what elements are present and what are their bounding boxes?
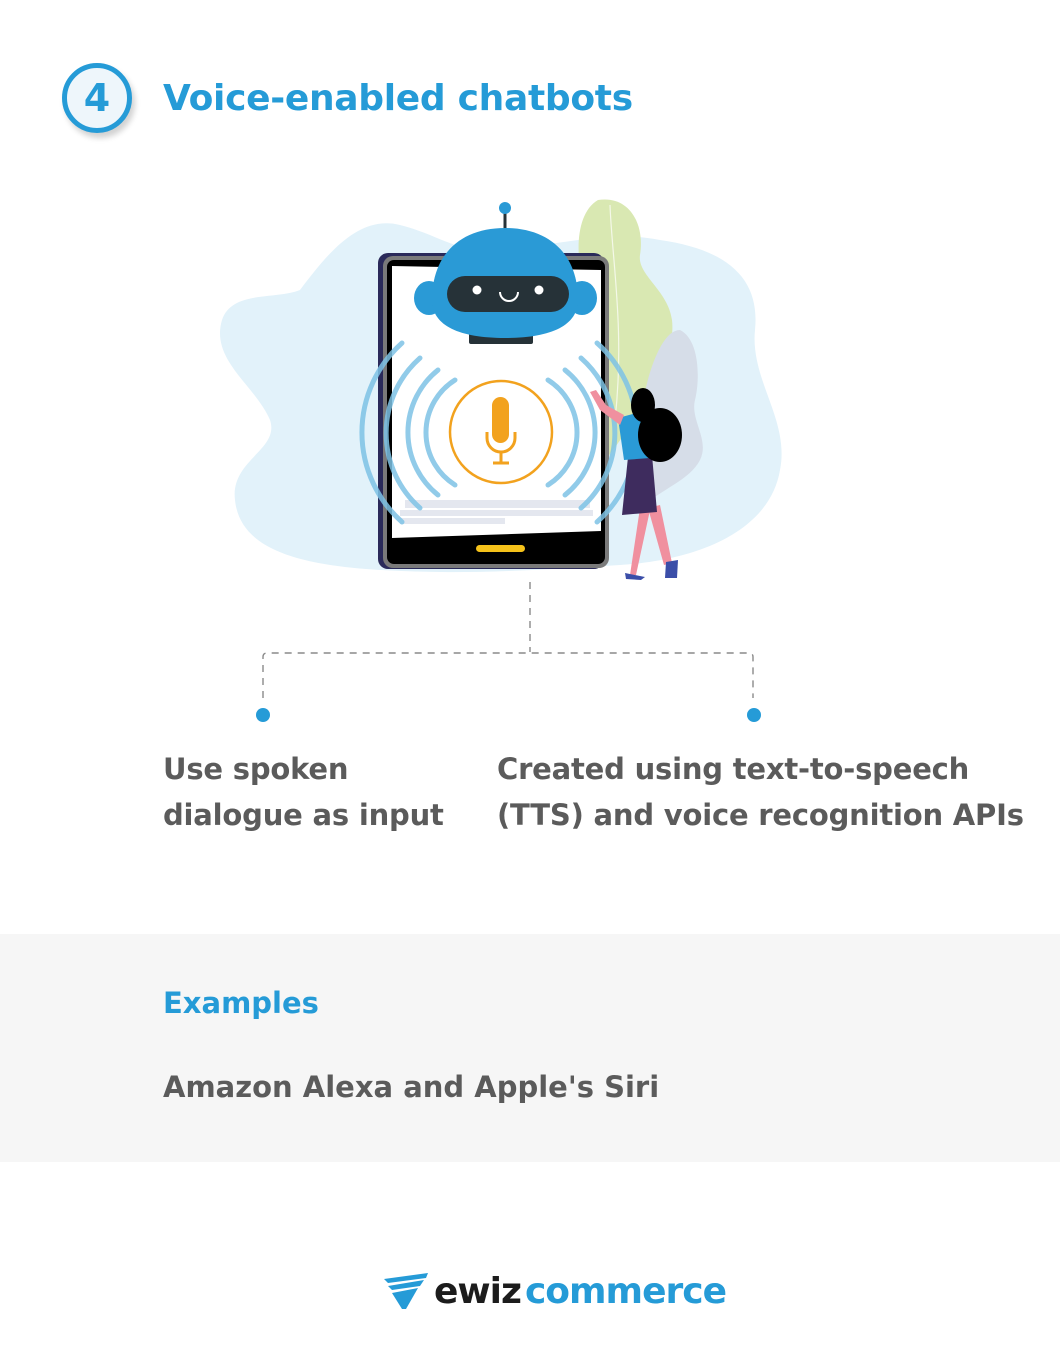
logo-text-ewiz: ewiz xyxy=(434,1270,522,1312)
woman-figure xyxy=(590,388,682,580)
connector-lines xyxy=(262,582,754,698)
logo-text-commerce: commerce xyxy=(524,1270,727,1312)
examples-section xyxy=(0,934,1060,1162)
tablet-home-button xyxy=(476,545,525,552)
examples-text: Amazon Alexa and Apple's Siri xyxy=(163,1070,660,1104)
step-number-badge: 4 xyxy=(62,63,132,133)
robot-icon xyxy=(414,202,597,344)
microphone-icon xyxy=(485,397,517,465)
sound-waves-icon xyxy=(359,340,640,525)
point-tts-apis: Created using text-to-speech (TTS) and v… xyxy=(497,752,1024,832)
bullet-left xyxy=(256,708,270,722)
wing-logo-icon xyxy=(384,1273,428,1309)
point-spoken-input: Use spoken dialogue as input xyxy=(163,752,444,832)
voice-chatbot-illustration xyxy=(219,199,782,722)
page-title: Voice-enabled chatbots xyxy=(163,78,633,119)
ewizcommerce-logo: ewiz commerce xyxy=(382,1268,727,1314)
examples-heading: Examples xyxy=(163,986,319,1020)
step-number: 4 xyxy=(83,76,111,120)
bullet-right xyxy=(747,708,761,722)
